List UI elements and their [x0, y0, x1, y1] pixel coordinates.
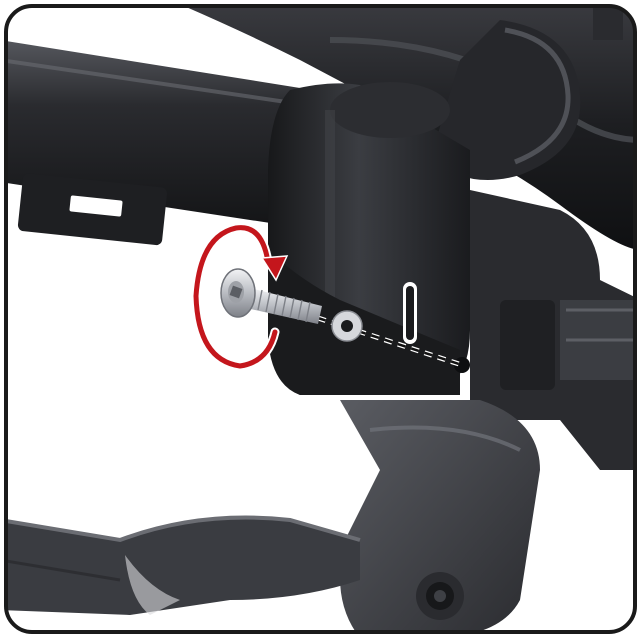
tube-clip: [17, 173, 168, 246]
figure-frame: [4, 4, 637, 634]
right-mechanism: [470, 190, 635, 470]
lower-arm: [6, 517, 360, 615]
button-head-bolt-icon: [220, 268, 322, 324]
rotate-clockwise-arrow-icon: [191, 223, 289, 371]
washer-icon: [331, 310, 363, 342]
hinge-arm: [340, 400, 540, 632]
bracket-hole: [454, 357, 470, 373]
